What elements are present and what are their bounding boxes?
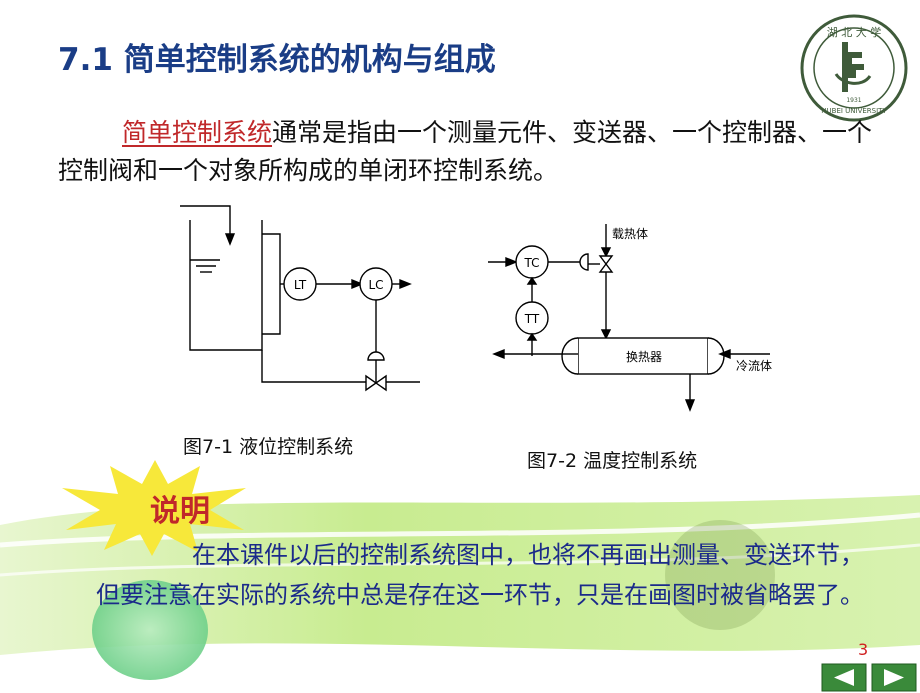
intro-text: 通常是指由一个测量元件、变送器、一个控制器、一个控制阀和一个对象所构成的单闭环控… xyxy=(58,118,873,185)
heat-exchanger-shell xyxy=(577,337,709,375)
decorative-background-band xyxy=(0,495,920,680)
figure2-caption: 图7-2 温度控制系统 xyxy=(527,450,698,472)
level-control-diagram: LT LC xyxy=(180,205,420,392)
page-title: 7.1 简单控制系统的机构与组成 xyxy=(58,42,496,78)
note-title: 说明 xyxy=(150,494,210,529)
intro-paragraph: 简单控制系统通常是指由一个测量元件、变送器、一个控制器、一个控制阀和一个对象所构… xyxy=(58,114,878,190)
tt-label: TT xyxy=(524,312,540,326)
svg-text:湖 北 大 学: 湖 北 大 学 xyxy=(827,25,882,39)
outflow-pipe xyxy=(261,350,366,383)
university-seal-icon: 湖 北 大 学 1931 HUBEI UNIVERSITY xyxy=(800,14,908,122)
lc-label: LC xyxy=(368,278,383,292)
heat-exchanger-label: 换热器 xyxy=(626,350,662,364)
figure1-caption: 图7-1 液位控制系统 xyxy=(183,436,354,458)
highlighted-term: 简单控制系统 xyxy=(122,118,273,147)
steam-valve xyxy=(598,255,614,273)
slide-navigation xyxy=(821,663,917,692)
carrier-label: 载热体 xyxy=(612,227,648,241)
starburst-decoration xyxy=(62,460,246,556)
temperature-control-diagram: TC TT 换热器 载热体 冷流体 xyxy=(488,224,772,412)
tank xyxy=(189,220,263,351)
svg-text:HUBEI UNIVERSITY: HUBEI UNIVERSITY xyxy=(821,107,887,115)
note-paragraph: 在本课件以后的控制系统图中，也将不再画出测量、变送环节，但要注意在实际的系统中总… xyxy=(96,541,864,609)
prev-arrow-icon[interactable] xyxy=(821,663,867,692)
page-number: 3 xyxy=(858,640,869,659)
cold-fluid-label: 冷流体 xyxy=(736,359,772,373)
inflow-pipe xyxy=(180,205,231,240)
level-gauge xyxy=(262,233,281,335)
svg-text:1931: 1931 xyxy=(846,97,861,104)
next-arrow-icon[interactable] xyxy=(871,663,917,692)
lt-label: LT xyxy=(294,278,307,292)
tc-label: TC xyxy=(523,256,539,270)
